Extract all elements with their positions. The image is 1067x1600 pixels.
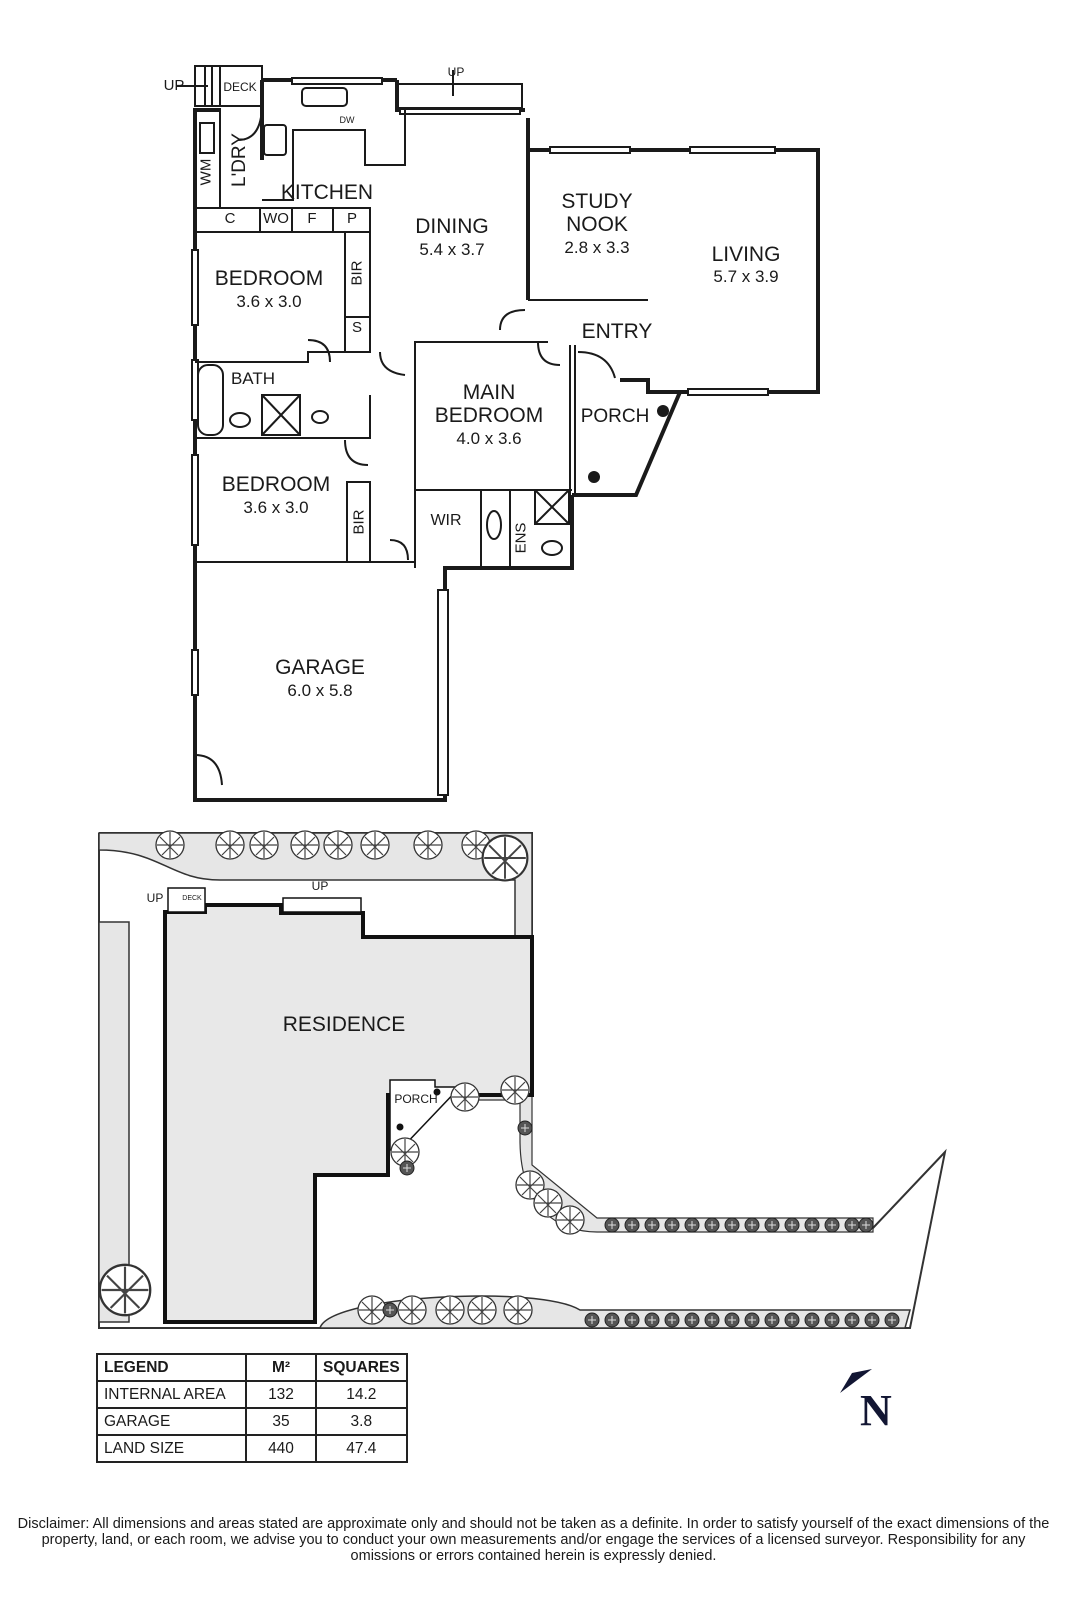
- north-letter: N: [860, 1386, 892, 1435]
- label-cupboard: C: [224, 210, 236, 227]
- legend-row-label: INTERNAL AREA: [96, 1380, 247, 1409]
- legend-row-m2: 440: [245, 1434, 317, 1463]
- legend-row-label: LAND SIZE: [96, 1434, 247, 1463]
- legend-row: INTERNAL AREA 132 14.2: [96, 1380, 408, 1409]
- room-label-bedroom-2: BEDROOM: [221, 473, 331, 496]
- label-fridge: F: [307, 210, 317, 227]
- label-dishwasher: DW: [339, 115, 355, 125]
- site-label-up-deck: UP: [146, 891, 164, 905]
- room-label-garage: GARAGE: [275, 656, 365, 679]
- room-label-porch: PORCH: [580, 406, 650, 427]
- disclaimer-text: Disclaimer: All dimensions and areas sta…: [17, 1516, 1050, 1564]
- room-label-nook: NOOK: [566, 213, 628, 236]
- room-dims-main-bedroom: 4.0 x 3.6: [456, 429, 522, 448]
- site-label-deck: DECK: [182, 895, 202, 902]
- area-legend-table: LEGEND M² SQUARES INTERNAL AREA 132 14.2…: [96, 1353, 408, 1463]
- site-plan-drawing: [98, 830, 947, 1329]
- room-label-bath: BATH: [230, 369, 276, 388]
- room-label-kitchen: KITCHEN: [280, 181, 374, 204]
- floor-plan-drawing: [176, 65, 820, 802]
- room-dims-bedroom-2: 3.6 x 3.0: [243, 498, 309, 517]
- room-dims-living: 5.7 x 3.9: [713, 267, 779, 286]
- legend-row-m2: 132: [245, 1380, 317, 1409]
- legend-row-squares: 14.2: [315, 1380, 408, 1409]
- label-bir-2: BIR: [350, 509, 368, 535]
- room-label-entry: ENTRY: [581, 320, 653, 343]
- label-wir: WIR: [430, 512, 462, 529]
- legend-row-label: GARAGE: [96, 1407, 247, 1436]
- label-wall-oven: WO: [263, 210, 289, 227]
- label-laundry: L'DRY: [229, 133, 250, 187]
- legend-header-row: LEGEND M² SQUARES: [96, 1353, 408, 1382]
- legend-header-m2: M²: [245, 1353, 317, 1382]
- room-dims-dining: 5.4 x 3.7: [419, 240, 485, 259]
- legend-row-m2: 35: [245, 1407, 317, 1436]
- room-dims-study: 2.8 x 3.3: [564, 238, 630, 257]
- legend-row: LAND SIZE 440 47.4: [96, 1434, 408, 1463]
- room-label-living: LIVING: [711, 243, 781, 266]
- room-label-main: MAIN: [462, 381, 516, 404]
- label-ensuite: ENS: [512, 522, 530, 554]
- site-label-residence: RESIDENCE: [282, 1013, 406, 1036]
- room-dims-bedroom-1: 3.6 x 3.0: [236, 292, 302, 311]
- legend-header-squares: SQUARES: [315, 1353, 408, 1382]
- room-label-main-bedroom: BEDROOM: [434, 404, 544, 427]
- legend-row-squares: 3.8: [315, 1407, 408, 1436]
- label-pantry: P: [346, 210, 358, 227]
- legend-row: GARAGE 35 3.8: [96, 1407, 408, 1436]
- label-storage: S: [351, 319, 363, 336]
- legend-header-label: LEGEND: [96, 1353, 247, 1382]
- room-label-study: STUDY: [561, 190, 633, 213]
- room-label-dining: DINING: [415, 215, 489, 238]
- label-up-stairs: UP: [447, 65, 465, 79]
- label-up-deck: UP: [163, 77, 185, 94]
- room-dims-garage: 6.0 x 5.8: [287, 681, 353, 700]
- legend-row-squares: 47.4: [315, 1434, 408, 1463]
- room-label-bedroom-1: BEDROOM: [214, 267, 324, 290]
- label-bir-1: BIR: [348, 260, 366, 286]
- site-label-up-stairs: UP: [311, 879, 329, 893]
- label-washing-machine: WM: [197, 158, 215, 186]
- north-arrow-icon: [840, 1369, 872, 1393]
- site-label-porch: PORCH: [394, 1092, 438, 1106]
- label-deck: DECK: [223, 80, 257, 94]
